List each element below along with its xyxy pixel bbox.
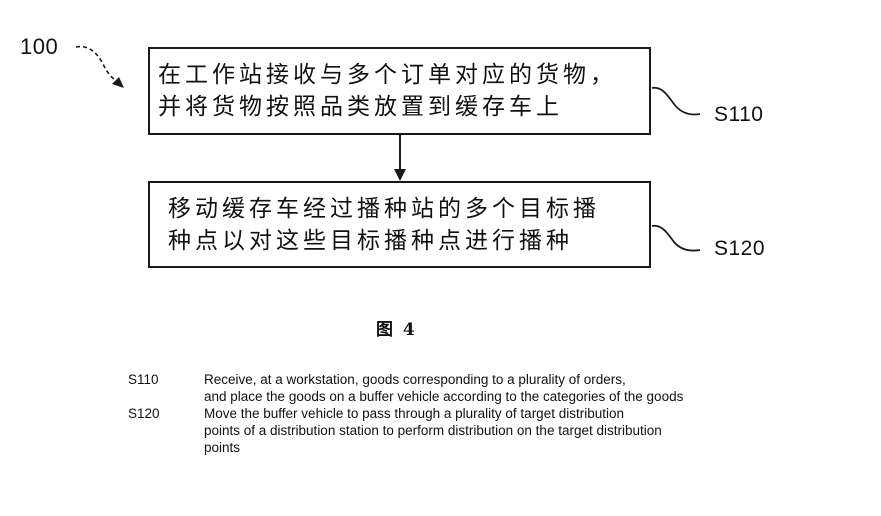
step-box-s120-line-2: 种点以对这些目标播种点进行播种 (168, 225, 573, 257)
legend-row-s110: S110 Receive, at a workstation, goods co… (128, 371, 868, 405)
step-box-s120: 移动缓存车经过播种站的多个目标播 种点以对这些目标播种点进行播种 (148, 181, 651, 268)
legend-row-s120: S120 Move the buffer vehicle to pass thr… (128, 405, 868, 456)
figure-caption: 图 4 (376, 315, 417, 340)
s120-leader-squiggle (652, 226, 700, 251)
ref-numeral-label: 100 (20, 34, 58, 60)
legend-text: Receive, at a workstation, goods corresp… (204, 371, 868, 405)
legend-code: S120 (128, 405, 204, 422)
legend-text: Move the buffer vehicle to pass through … (204, 405, 868, 456)
legend-code: S110 (128, 371, 204, 388)
step-box-s120-line-1: 移动缓存车经过播种站的多个目标播 (168, 193, 600, 225)
s110-leader-squiggle (652, 88, 700, 115)
step-label-s110: S110 (714, 103, 764, 127)
flow-arrow-head (394, 169, 406, 181)
step-box-s110-line-1: 在工作站接收与多个订单对应的货物， (158, 59, 617, 91)
legend: S110 Receive, at a workstation, goods co… (128, 371, 868, 456)
ref-numeral-leader-curve (76, 47, 120, 84)
step-label-s120: S120 (714, 237, 765, 261)
step-box-s110-line-2: 并将货物按照品类放置到缓存车上 (158, 91, 563, 123)
step-box-s110: 在工作站接收与多个订单对应的货物， 并将货物按照品类放置到缓存车上 (148, 47, 651, 135)
